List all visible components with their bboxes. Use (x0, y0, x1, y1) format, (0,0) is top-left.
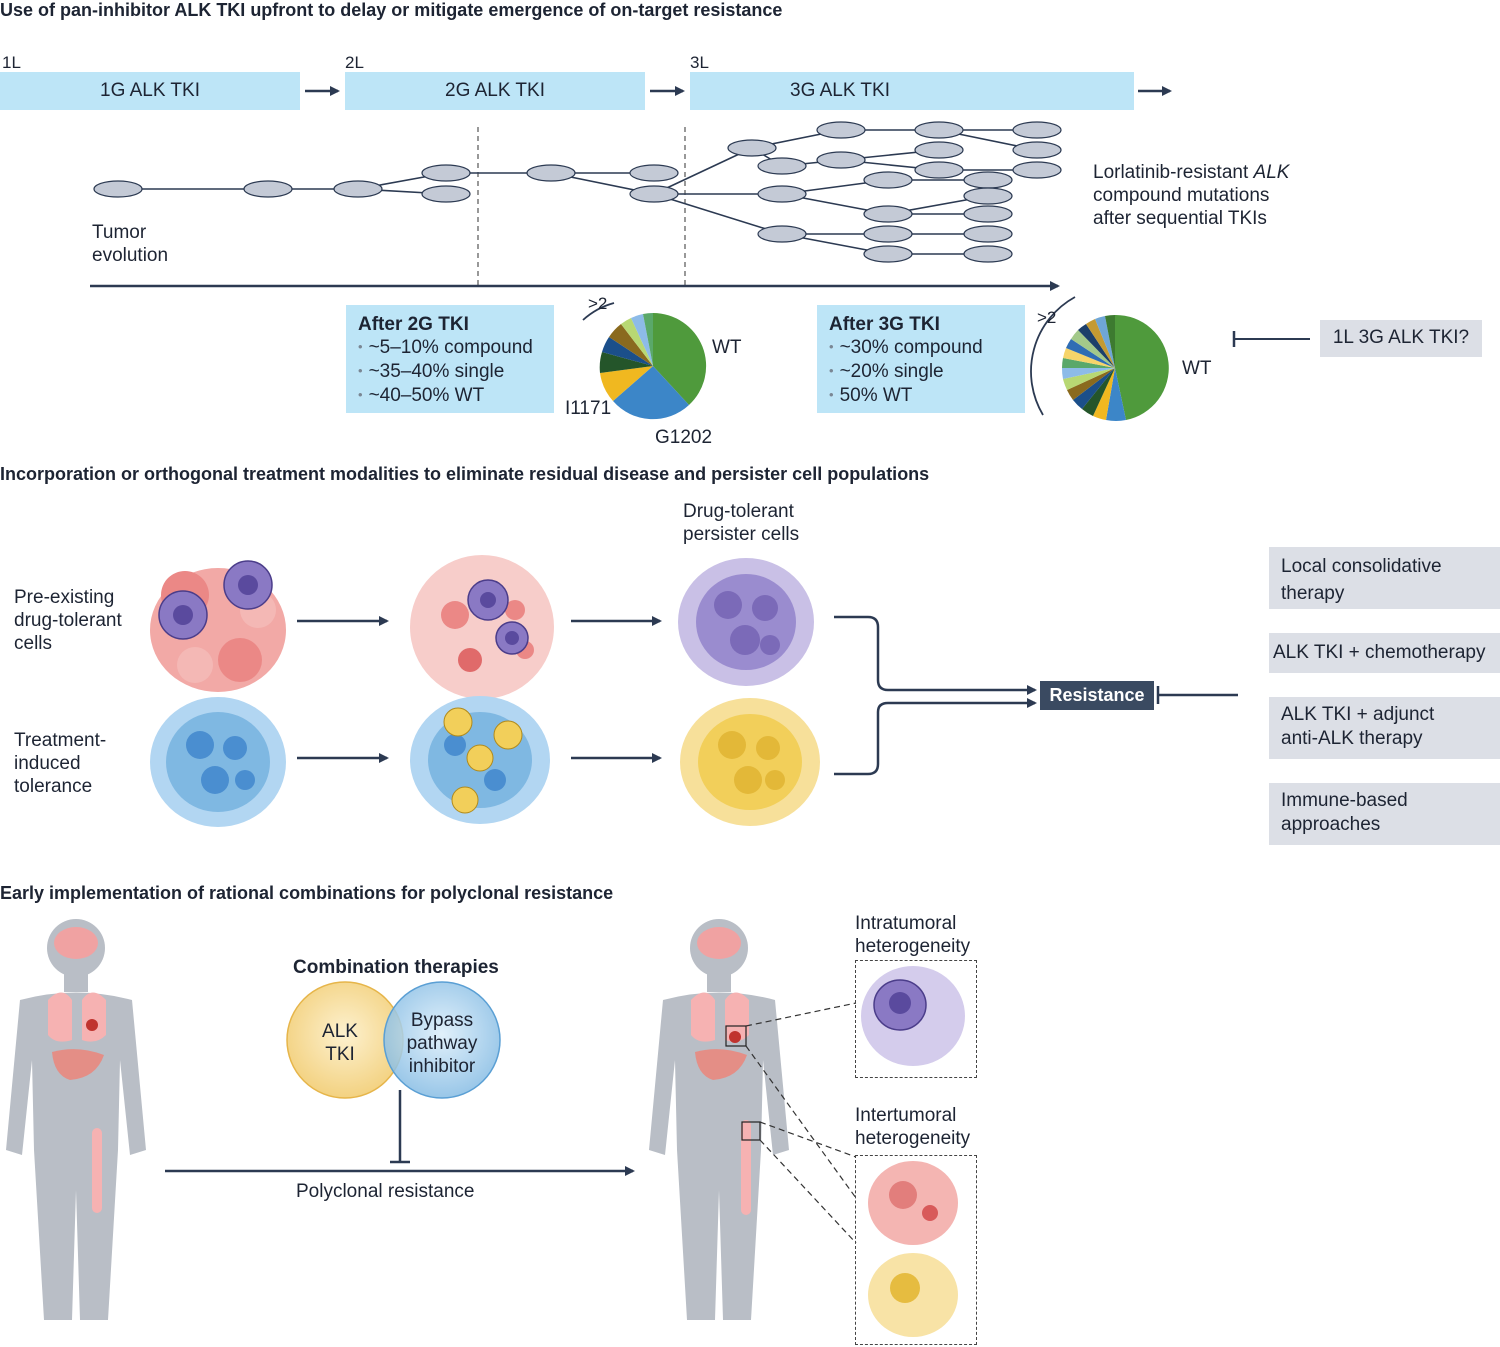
cluster-treatment-induced (150, 697, 286, 827)
pie1-wt-label: WT (712, 337, 742, 358)
pie-after-3g (1061, 314, 1169, 421)
bypass-label: Bypass pathway inhibitor (406, 1010, 478, 1077)
intertumoral-box (855, 1155, 977, 1345)
after-3g-header: After 3G TKI (829, 314, 940, 335)
strategy-local-consolidative: Local consolidative therapy (1269, 547, 1500, 609)
after-3g-item: ~20% single (829, 360, 1013, 384)
treatment-bar-1g: 1G ALK TKI (0, 72, 300, 110)
section1-title: Use of pan-inhibitor ALK TKI upfront to … (0, 0, 783, 20)
pie1-i1171-label: I1171 (565, 398, 612, 419)
tumor-evolution-label: Tumor evolution (92, 222, 169, 266)
section2-arrows (297, 615, 1238, 776)
body-right (649, 919, 789, 1320)
cluster-persister-purple (678, 558, 814, 686)
treatment-bar-2g: 2G ALK TKI (345, 72, 645, 110)
organs-right (691, 927, 751, 1215)
bypass-inhibitor-circle (383, 981, 501, 1099)
cluster-preexisting (150, 560, 286, 692)
combo-title: Combination therapies (293, 957, 499, 978)
line-label-1l: 1L (2, 53, 21, 72)
intratumoral-cluster (861, 966, 965, 1066)
intratumoral-label: Intratumoral heterogeneity (855, 913, 971, 957)
evolution-tree-nodes (93, 121, 1062, 263)
line-label-2l: 2L (345, 53, 364, 72)
line-label-3l: 3L (690, 53, 709, 72)
after-2g-item: ~5–10% compound (358, 336, 542, 360)
after-2g-item: ~40–50% WT (358, 384, 542, 408)
intertumoral-cluster-yellow (868, 1253, 958, 1337)
pie-after-2g (599, 312, 707, 420)
strategy-alk-chemo: ALK TKI + chemotherapy (1269, 633, 1500, 673)
intertumoral-label: Intertumoral heterogeneity (855, 1105, 971, 1149)
body-left (6, 919, 146, 1320)
cluster-persister-yellow (680, 698, 820, 826)
lorlatinib-note-gene: ALK (1253, 162, 1290, 183)
pie1-gt2-label: >2 (588, 294, 608, 313)
resistance-box: Resistance (1040, 681, 1154, 710)
persister-label: Drug-tolerant persister cells (683, 501, 800, 545)
lorlatinib-note: Lorlatinib-resistant ALK compound mutati… (1093, 161, 1289, 230)
first-line-3g-box: 1L 3G ALK TKI? (1320, 320, 1482, 357)
after-2g-box: After 2G TKI ~5–10% compound ~35–40% sin… (346, 305, 554, 413)
treatment-induced-label: Treatment- induced tolerance (14, 730, 107, 797)
section2-title: Incorporation or orthogonal treatment mo… (0, 464, 930, 484)
section3-title: Early implementation of rational combina… (0, 883, 614, 903)
strategy-alk-adjunct: ALK TKI + adjunct anti-ALK therapy (1269, 697, 1500, 759)
pie1-g1202-label: G1202 (655, 427, 713, 448)
after-2g-header: After 2G TKI (358, 314, 469, 335)
cluster-treatment-induced-treated (410, 696, 550, 824)
polyclonal-label: Polyclonal resistance (296, 1181, 475, 1202)
after-3g-item: ~30% compound (829, 336, 1013, 360)
treatment-bar-3g: 3G ALK TKI (690, 72, 1134, 110)
organs-left (48, 927, 106, 1213)
lorlatinib-note-rest: compound mutations after sequential TKIs (1093, 185, 1270, 229)
strategy-immune: Immune-based approaches (1269, 783, 1500, 845)
cluster-preexisting-treated (410, 555, 554, 699)
intratumoral-box (855, 960, 977, 1078)
intertumoral-cluster-pink (868, 1161, 958, 1245)
alk-tki-label: ALK TKI (322, 1021, 358, 1065)
pie2-wt-label: WT (1182, 358, 1212, 379)
lorlatinib-note-prefix: Lorlatinib-resistant (1093, 162, 1254, 183)
preexisting-label: Pre-existing drug-tolerant cells (14, 587, 122, 654)
after-3g-item: 50% WT (829, 384, 1013, 408)
pie2-gt2-label: >2 (1037, 308, 1057, 327)
after-3g-box: After 3G TKI ~30% compound ~20% single 5… (817, 305, 1025, 413)
after-2g-item: ~35–40% single (358, 360, 542, 384)
